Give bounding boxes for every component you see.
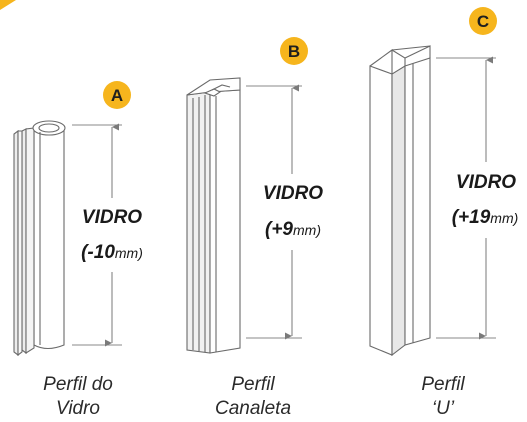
measure-value-c: (+19 — [452, 207, 491, 228]
profile-c: C VIDRO (+19mm) Perfil ‘U’ — [369, 7, 519, 419]
caption-b-line1: Perfil — [231, 374, 275, 395]
measure-a: (-10mm) — [81, 242, 143, 263]
badge-b-circle — [280, 37, 308, 65]
measure-unit-a: mm) — [115, 245, 143, 261]
measure-value-b: (+9 — [265, 219, 293, 240]
badge-a: A — [111, 86, 123, 105]
badge-c-circle — [469, 7, 497, 35]
measure-title-c: VIDRO — [456, 172, 516, 193]
measure-c: (+19mm) — [452, 207, 519, 228]
caption-a-line1: Perfil do — [43, 374, 113, 395]
badge-c: C — [477, 12, 489, 31]
caption-c-line2: ‘U’ — [432, 398, 455, 419]
measure-unit-c: mm) — [490, 210, 518, 226]
badge-a-circle — [103, 81, 131, 109]
measure-unit-b: mm) — [293, 222, 321, 238]
measure-title-b: VIDRO — [263, 183, 323, 204]
profile-a: A VIDRO (-10mm) Perfil do Vidro — [13, 81, 143, 419]
caption-c-line1: Perfil — [421, 374, 465, 395]
badge-b: B — [288, 42, 300, 61]
corner-mark — [0, 0, 16, 10]
measure-b: (+9mm) — [265, 219, 321, 240]
profile-b-drawing — [186, 77, 241, 354]
caption-a-line2: Vidro — [56, 398, 100, 419]
profile-b: B VIDRO (+9mm) Perfil Canaleta — [186, 37, 323, 419]
caption-b-line2: Canaleta — [215, 398, 291, 419]
profile-a-drawing — [13, 120, 66, 357]
measure-value-a: (-10 — [81, 242, 115, 263]
profile-c-drawing — [369, 45, 431, 357]
measure-title-a: VIDRO — [82, 207, 142, 228]
